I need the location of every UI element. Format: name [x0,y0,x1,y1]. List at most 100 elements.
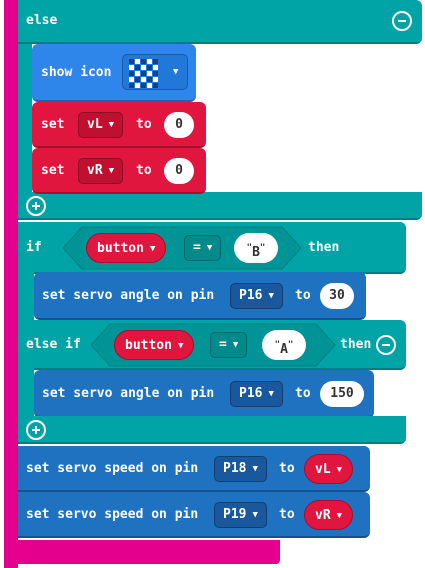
chevron-down-icon: ▼ [173,67,179,77]
chevron-down-icon: ▼ [252,510,258,520]
operator-dropdown[interactable]: =▼ [210,332,248,358]
servo-angle-label: set servo angle on pin [42,288,215,303]
chevron-down-icon: ▼ [336,511,343,521]
chevron-down-icon: ▼ [177,341,184,351]
operator: = [219,337,227,352]
quote-close: " [259,243,266,253]
else-if-block-arm [18,368,34,418]
to-label: to [279,461,295,476]
loop-block-bottom [4,540,280,564]
set-label: set [41,117,65,132]
icon-led [153,71,158,76]
icon-led [153,83,158,88]
servo-speed-label: set servo speed on pin [26,507,199,522]
remove-else-if-button[interactable] [376,335,396,355]
variable-reporter[interactable]: vR ▼ [304,500,354,530]
servo-speed-block[interactable]: set servo speed on pin P18▼ to vL▼ [18,446,370,492]
servo-speed-block[interactable]: set servo speed on pin P19 ▼ to vR ▼ [18,492,370,538]
icon-led [129,59,134,64]
icon-led [141,59,146,64]
icon-led [135,71,140,76]
icon-led [135,83,140,88]
to-label: to [295,288,311,303]
to-label: to [136,163,152,178]
angle-input[interactable]: 150 [320,381,364,407]
chevron-down-icon: ▼ [336,465,343,475]
variable-dropdown[interactable]: vR▼ [78,158,124,184]
icon-led [141,83,146,88]
pin-name: P19 [223,507,247,522]
chevron-down-icon: ▼ [268,291,274,301]
set-vl-block[interactable]: set vL ▼ to 0 [32,102,206,148]
servo-angle-block[interactable]: set servo angle on pin P16 ▼ to 30 [34,272,366,320]
icon-led [135,59,140,64]
to-label: to [279,507,295,522]
pin-name: P16 [239,386,263,401]
string-value: A [280,342,288,357]
variable-name: vR [315,508,331,523]
quote-close: " [287,340,294,350]
set-vr-block[interactable]: set vR▼ to 0 [32,148,206,194]
else-if-block[interactable]: else if button▼ =▼ "A" then [18,320,406,370]
icon-led [153,59,158,64]
value-input[interactable]: 0 [164,158,194,184]
button-variable-reporter[interactable]: button ▼ [114,330,195,360]
quote-open: " [246,243,253,253]
chevron-down-icon: ▼ [252,464,258,474]
else-label: else [26,13,58,28]
remove-else-button[interactable] [392,11,412,31]
to-label: to [136,117,152,132]
value-input[interactable]: 0 [164,112,194,138]
operator-dropdown[interactable]: =▼ [184,235,222,261]
icon-led [135,77,140,82]
chevron-down-icon: ▼ [268,389,274,399]
string-input[interactable]: "A" [262,330,306,360]
chevron-down-icon: ▼ [232,340,239,350]
else-if-label: else if [26,337,81,352]
add-else-button[interactable] [26,196,46,216]
pin-name: P16 [239,288,263,303]
icon-led [129,83,134,88]
minus-icon [398,20,406,22]
then-label: then [340,337,372,352]
angle-input[interactable]: 30 [320,283,354,309]
else-block-bottom [18,192,422,220]
icon-led [147,77,152,82]
pin-dropdown[interactable]: P19 ▼ [214,502,267,528]
add-else-if-button[interactable] [26,420,46,440]
servo-angle-block[interactable]: set servo angle on pin P16▼ to 150 [34,370,374,418]
icon-led [135,65,140,70]
button-variable-reporter[interactable]: button▼ [86,233,167,263]
icon-led [147,59,152,64]
else-block[interactable]: else [18,0,422,44]
icon-led [147,83,152,88]
icon-dropdown[interactable]: ▼ [122,54,188,90]
loop-block-left-bar [4,0,18,568]
string-value: B [252,245,260,260]
pin-dropdown[interactable]: P16 ▼ [230,283,283,309]
variable-name: vL [87,117,103,132]
icon-led [129,65,134,70]
variable-reporter[interactable]: vL ▼ [304,454,354,484]
set-label: set [41,163,65,178]
servo-angle-label: set servo angle on pin [42,386,215,401]
variable-name: button [125,338,172,353]
show-icon-block[interactable]: show icon ▼ [32,44,196,102]
pin-dropdown[interactable]: P16 ▼ [230,381,283,407]
string-input[interactable]: "B" [234,233,278,263]
variable-name: vL [315,462,331,477]
chevron-down-icon: ▼ [108,120,115,130]
plus-icon [32,202,40,210]
variable-dropdown[interactable]: vL ▼ [78,112,124,138]
icon-led [129,71,134,76]
icon-led [141,77,146,82]
icon-led [129,77,134,82]
pin-name: P18 [223,461,247,476]
if-block-arm [18,272,34,322]
if-block[interactable]: if button▼ =▼ "B" then [18,222,406,274]
icon-led [141,71,146,76]
if-label: if [26,240,42,255]
icon-led [153,65,158,70]
icon-led [141,65,146,70]
pin-dropdown[interactable]: P18 ▼ [214,456,267,482]
